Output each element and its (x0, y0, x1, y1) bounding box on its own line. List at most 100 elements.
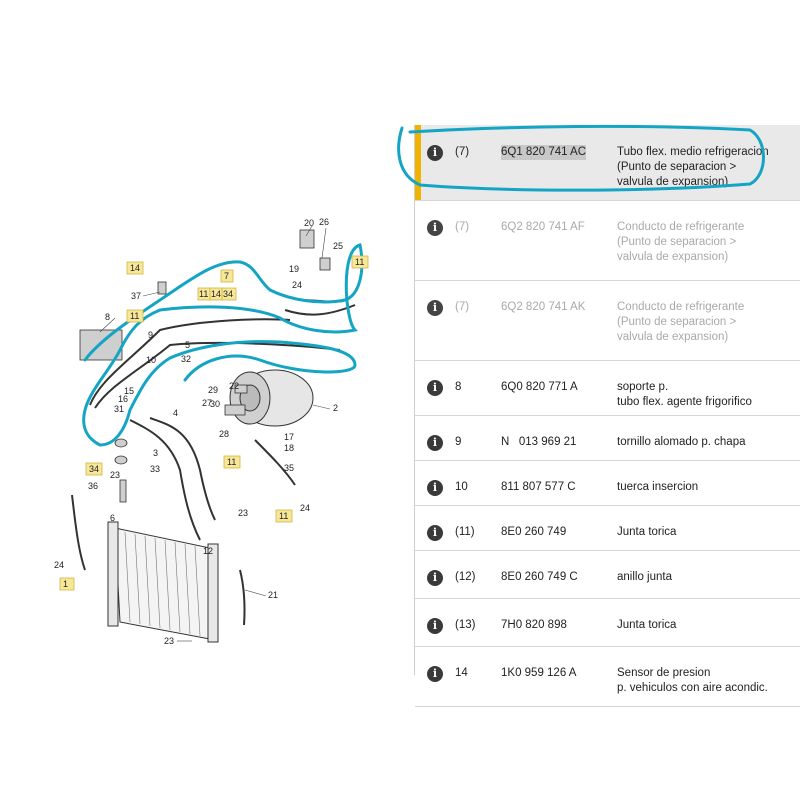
label: 24 (300, 503, 310, 513)
label: 28 (219, 429, 229, 439)
label: 6 (110, 513, 115, 523)
part-number[interactable]: 6Q1 820 741 AC (501, 145, 587, 160)
selected-indicator (415, 125, 421, 200)
part-description: soporte p. tubo flex. agente frigorifico (617, 381, 752, 408)
label: 33 (150, 464, 160, 474)
part-number[interactable]: 7H0 820 898 (501, 619, 567, 631)
condenser-drawing (107, 521, 219, 643)
label: 15 (124, 386, 134, 396)
info-icon[interactable]: i (427, 666, 443, 682)
callout: 34 (89, 464, 99, 474)
label: 19 (289, 264, 299, 274)
label: 23 (164, 636, 174, 646)
row-highlight-annotation (397, 124, 765, 192)
label: 2 (333, 403, 338, 413)
part-number[interactable]: 8E0 260 749 (501, 526, 567, 538)
part-description: tornillo alomado p. chapa (617, 436, 746, 448)
part-number[interactable]: 8E0 260 749 C (501, 571, 578, 583)
label: 32 (181, 354, 191, 364)
callout: 14 (211, 289, 221, 299)
part-number[interactable]: 6Q2 820 741 AK (501, 301, 586, 313)
part-position: 9 (455, 436, 462, 448)
info-icon[interactable]: i (427, 145, 443, 161)
part-row[interactable]: i 10 811 807 577 C tuerca insercion (415, 460, 800, 506)
callout: 1 (63, 579, 68, 589)
part-description: tuerca insercion (617, 481, 699, 493)
callout: 7 (224, 271, 229, 281)
info-icon[interactable]: i (427, 618, 443, 634)
label: 31 (114, 404, 124, 414)
part-row[interactable]: i (13) 7H0 820 898 Junta torica (415, 598, 800, 647)
callout: 11 (227, 457, 236, 467)
part-row[interactable]: i (7) 6Q2 820 741 AK Conducto de refrigeran… (415, 280, 800, 361)
label: 5 (185, 340, 190, 350)
part-number[interactable]: 811 807 577 C (501, 481, 576, 493)
label: 25 (333, 241, 343, 251)
callout-labels: 14 11 7 11 14 34 11 34 11 1 11 (59, 255, 369, 591)
info-icon[interactable]: i (427, 380, 443, 396)
part-description: Sensor de presion p. vehiculos con aire … (617, 667, 768, 694)
part-position: (13) (455, 619, 476, 631)
part-labels: 20 26 25 19 24 37 8 9 10 15 16 31 27 28 … (54, 217, 343, 646)
label: 24 (292, 280, 302, 290)
label: 27 (202, 398, 212, 408)
part-position: (11) (455, 526, 475, 538)
callout: 11 (279, 511, 288, 521)
ac-lines-exploded-diagram: 20 26 25 19 24 37 8 9 10 15 16 31 27 28 … (54, 217, 369, 646)
part-number[interactable]: 6Q0 820 771 A (501, 381, 578, 393)
label: 12 (203, 546, 213, 556)
part-description: Junta torica (617, 619, 677, 631)
part-position: (7) (455, 221, 470, 233)
label: 29 (208, 385, 218, 395)
label: 26 (319, 217, 329, 227)
info-icon[interactable]: i (427, 220, 443, 236)
label: 30 (210, 399, 220, 409)
part-position: (7) (455, 146, 470, 158)
label: 22 (229, 381, 239, 391)
part-row[interactable]: i (12) 8E0 260 749 C anillo junta (415, 550, 800, 599)
label: 23 (110, 470, 120, 480)
label: 37 (131, 291, 141, 301)
part-position: (7) (455, 301, 470, 313)
part-number[interactable]: N 013 969 21 (501, 436, 577, 448)
info-icon[interactable]: i (427, 300, 443, 316)
callout: 11 (199, 289, 208, 299)
label: 21 (268, 590, 278, 600)
label: 16 (118, 394, 128, 404)
info-icon[interactable]: i (427, 525, 443, 541)
info-icon[interactable]: i (427, 435, 443, 451)
label: 18 (284, 443, 294, 453)
callout: 14 (130, 263, 140, 273)
part-row[interactable]: i (11) 8E0 260 749 Junta torica (415, 505, 800, 551)
compressor-drawing (229, 369, 314, 427)
label: 3 (153, 448, 158, 458)
label: 35 (284, 463, 294, 473)
part-row[interactable]: i (7) 6Q2 820 741 AF Conducto de refrigeran… (415, 200, 800, 281)
callout: 11 (355, 257, 364, 267)
part-position: (12) (455, 571, 476, 583)
callout: 34 (223, 289, 233, 299)
label: 36 (88, 481, 98, 491)
label: 8 (105, 312, 110, 322)
label: 17 (284, 432, 294, 442)
part-position: 10 (455, 481, 468, 493)
part-description: anillo junta (617, 571, 672, 583)
part-description: Conducto de refrigerante (Punto de separ… (617, 221, 745, 263)
info-icon[interactable]: i (427, 480, 443, 496)
callout: 11 (130, 311, 139, 321)
part-description: Junta torica (617, 526, 677, 538)
part-number[interactable]: 1K0 959 126 A (501, 667, 577, 679)
label: 10 (146, 355, 156, 365)
label: 23 (238, 508, 248, 518)
part-number[interactable]: 6Q2 820 741 AF (501, 221, 585, 233)
info-icon[interactable]: i (427, 570, 443, 586)
label: 9 (148, 330, 153, 340)
label: 20 (304, 218, 314, 228)
part-position: 8 (455, 381, 462, 393)
part-description: Conducto de refrigerante (Punto de separ… (617, 301, 745, 343)
label: 4 (173, 408, 178, 418)
